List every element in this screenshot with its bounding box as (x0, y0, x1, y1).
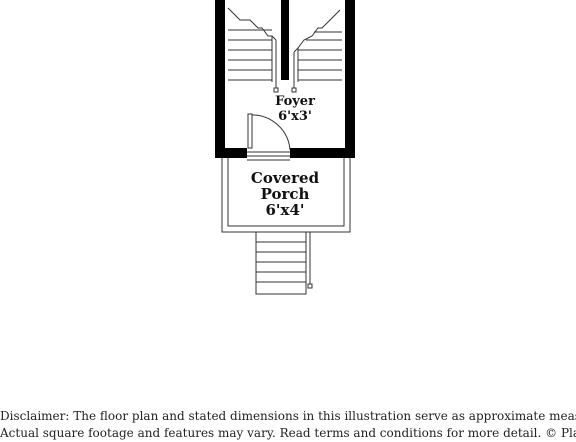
left-staircase (227, 7, 279, 93)
porch-name-line1: Covered (250, 169, 320, 187)
disclaimer-line2: Actual square footage and features may v… (0, 426, 576, 440)
porch-steps (255, 231, 313, 295)
entry-door (247, 113, 291, 157)
porch-dimensions: 6'x4' (265, 201, 305, 219)
floor-plan (215, 0, 355, 295)
foyer-name: Foyer (275, 94, 315, 109)
porch-label: Covered Porch 6'x4' (235, 170, 335, 218)
porch-name-line2: Porch (260, 185, 310, 203)
foyer-label: Foyer 6'x3' (255, 94, 335, 124)
disclaimer: Disclaimer: The floor plan and stated di… (0, 408, 576, 442)
foyer-walls (215, 0, 355, 158)
foyer-dimensions: 6'x3' (278, 109, 312, 124)
disclaimer-line1: Disclaimer: The floor plan and stated di… (0, 409, 576, 423)
right-staircase (291, 9, 342, 93)
